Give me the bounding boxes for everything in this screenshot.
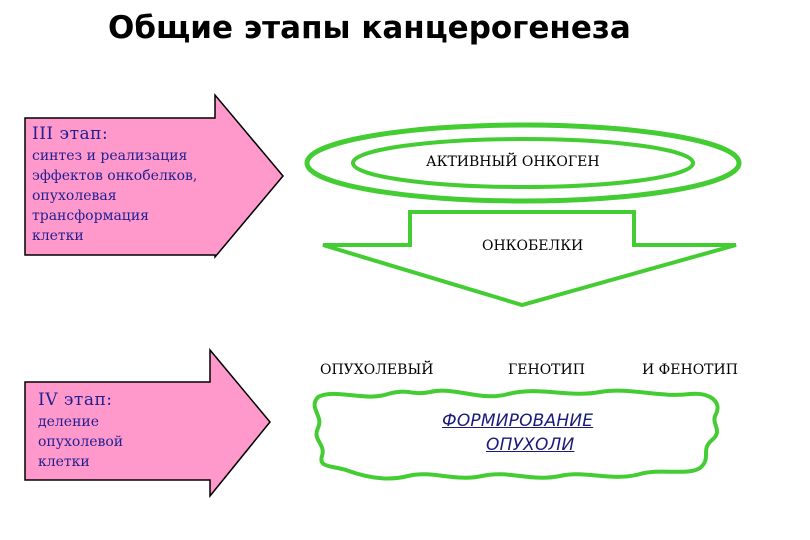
tumor-label-line2: ОПУХОЛИ	[486, 435, 575, 455]
stage4-line: клетки	[38, 454, 90, 470]
page-title: Общие этапы канцерогенеза	[108, 10, 631, 46]
stage3-heading: III этап:	[32, 124, 109, 144]
stage3-line: клетки	[32, 228, 84, 244]
stage4-line: деление	[38, 414, 100, 430]
phenotype-word-tumor: ОПУХОЛЕВЫЙ	[320, 362, 434, 378]
phenotype-word-phenotype: И ФЕНОТИП	[642, 362, 738, 378]
tumor-label-line1: ФОРМИРОВАНИЕ	[442, 411, 594, 431]
stage4-line: опухолевой	[38, 434, 124, 450]
stage3-line: синтез и реализация	[32, 148, 188, 164]
oncogene-label: АКТИВНЫЙ ОНКОГЕН	[426, 154, 600, 170]
stage3-line: эффектов онкобелков,	[32, 168, 198, 184]
stage3-line: трансформация	[32, 208, 149, 224]
phenotype-word-genotype: ГЕНОТИП	[508, 362, 585, 378]
tumor-blob	[312, 388, 720, 481]
stage3-line: опухолевая	[32, 188, 117, 204]
stage3-text: III этап: синтез и реализация эффектов о…	[32, 124, 210, 246]
oncoproteins-arrow	[322, 210, 737, 308]
stage3-arrow	[24, 92, 284, 260]
stage4-arrow	[24, 347, 271, 499]
stage4-text: IV этап: деление опухолевой клетки	[38, 390, 208, 472]
oncogene-outer-ellipse	[304, 122, 742, 204]
oncoproteins-label: ОНКОБЕЛКИ	[482, 238, 584, 254]
stage4-heading: IV этап:	[38, 390, 113, 410]
oncogene-inner-ellipse	[351, 137, 695, 189]
